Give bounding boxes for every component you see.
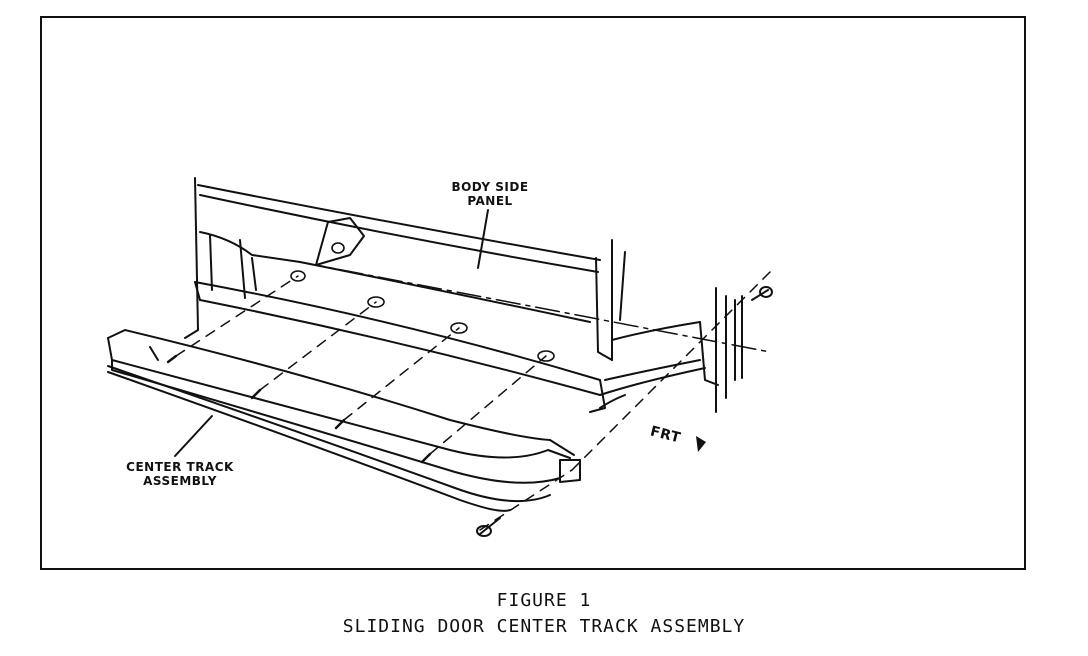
leader-body-side-panel — [477, 209, 489, 269]
body-side-panel — [184, 177, 701, 361]
center-track-label: CENTER TRACK ASSEMBLY — [126, 460, 234, 488]
upper-screw — [751, 286, 773, 301]
track-bolts — [166, 354, 432, 464]
front-arrow-icon — [696, 436, 706, 452]
lower-screw — [476, 517, 501, 537]
leader-center-track — [174, 415, 213, 457]
figure-frame — [40, 16, 1026, 570]
body-side-panel-label: BODY SIDE PANEL — [451, 180, 529, 208]
figure-number: FIGURE 1 — [496, 590, 592, 611]
alignment-lines — [175, 271, 771, 531]
centerline — [299, 261, 771, 353]
door-post — [699, 287, 743, 413]
lower-ledge — [194, 281, 706, 413]
center-track — [107, 329, 581, 512]
figure-title: SLIDING DOOR CENTER TRACK ASSEMBLY — [342, 616, 746, 637]
panel-holes — [290, 242, 555, 362]
